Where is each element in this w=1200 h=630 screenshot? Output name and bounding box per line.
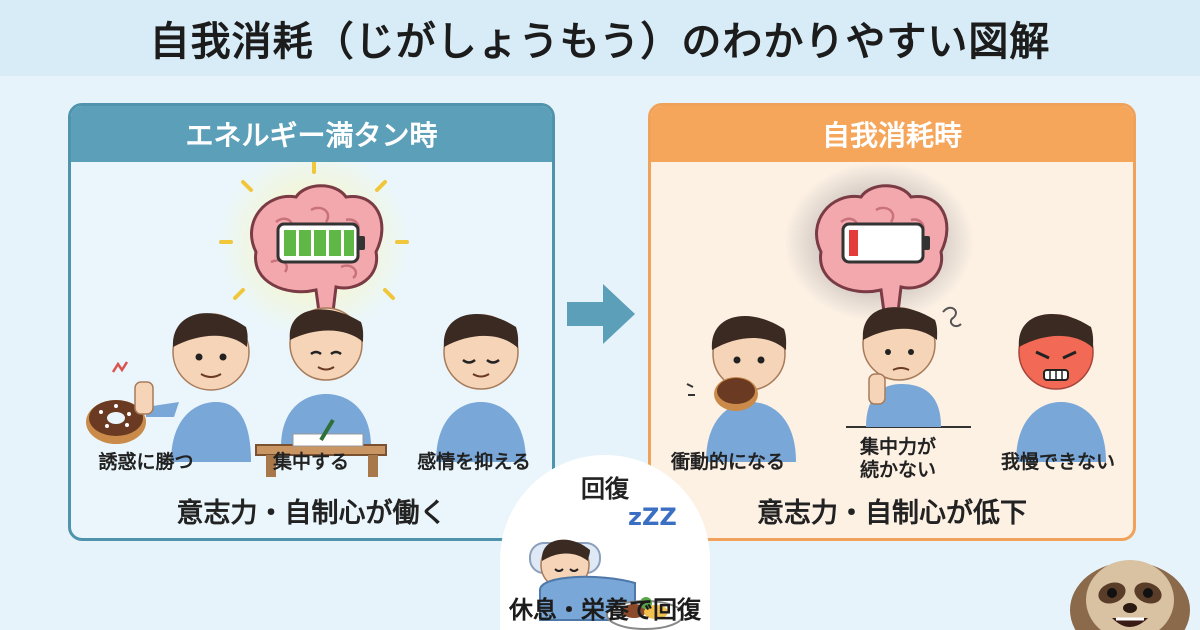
zzz-icon: zZZ bbox=[628, 503, 677, 531]
kid-resisting-temptation bbox=[86, 313, 251, 462]
recovery-caption: 休息・栄養で回復 bbox=[509, 596, 701, 624]
full-item-caption: 感情を抑える bbox=[417, 451, 531, 473]
depleted-item-caption: 我慢できない bbox=[1000, 451, 1115, 473]
full-energy-illustration bbox=[86, 162, 526, 477]
full-energy-header: エネルギー満タン時 bbox=[71, 106, 552, 162]
glowing-brain-icon bbox=[219, 162, 409, 337]
full-summary: 意志力・自制心が働く bbox=[176, 498, 447, 529]
donut-icon bbox=[86, 400, 146, 444]
recovery-title: 回復 bbox=[581, 475, 629, 503]
right-arrow-icon bbox=[567, 284, 635, 344]
depleted-item-caption: 衝動的になる bbox=[670, 451, 785, 473]
kid-calm bbox=[436, 313, 526, 462]
gloomy-brain-icon bbox=[784, 162, 974, 322]
kid-angry bbox=[1016, 313, 1106, 462]
full-energy-panel: エネルギー満タン時 bbox=[68, 103, 555, 541]
depleted-summary: 意志力・自制心が低下 bbox=[757, 498, 1027, 529]
kid-distracted bbox=[846, 306, 971, 428]
recovery-bubble: 回復 zZZ bbox=[500, 455, 710, 630]
full-item-caption: 誘惑に勝つ bbox=[98, 451, 194, 473]
depleted-item-caption: 集中力が 続かない bbox=[859, 436, 936, 481]
svg-text:zZZ: zZZ bbox=[628, 503, 677, 531]
depleted-illustration bbox=[686, 162, 1106, 462]
kid-concentrating bbox=[255, 307, 387, 477]
depleted-header: 自我消耗時 bbox=[651, 106, 1133, 162]
sloth-mascot-icon bbox=[1070, 560, 1190, 630]
title-bar: 自我消耗（じがしょうもう）のわかりやすい図解 bbox=[0, 0, 1200, 76]
depleted-panel: 自我消耗時 bbox=[648, 103, 1136, 541]
sleeping-kid-illustration: zZZ bbox=[529, 503, 684, 630]
meal-plate-icon bbox=[606, 597, 684, 630]
page-title: 自我消耗（じがしょうもう）のわかりやすい図解 bbox=[149, 19, 1051, 65]
full-item-caption: 集中する bbox=[272, 451, 349, 473]
kid-impulsive bbox=[686, 316, 796, 462]
